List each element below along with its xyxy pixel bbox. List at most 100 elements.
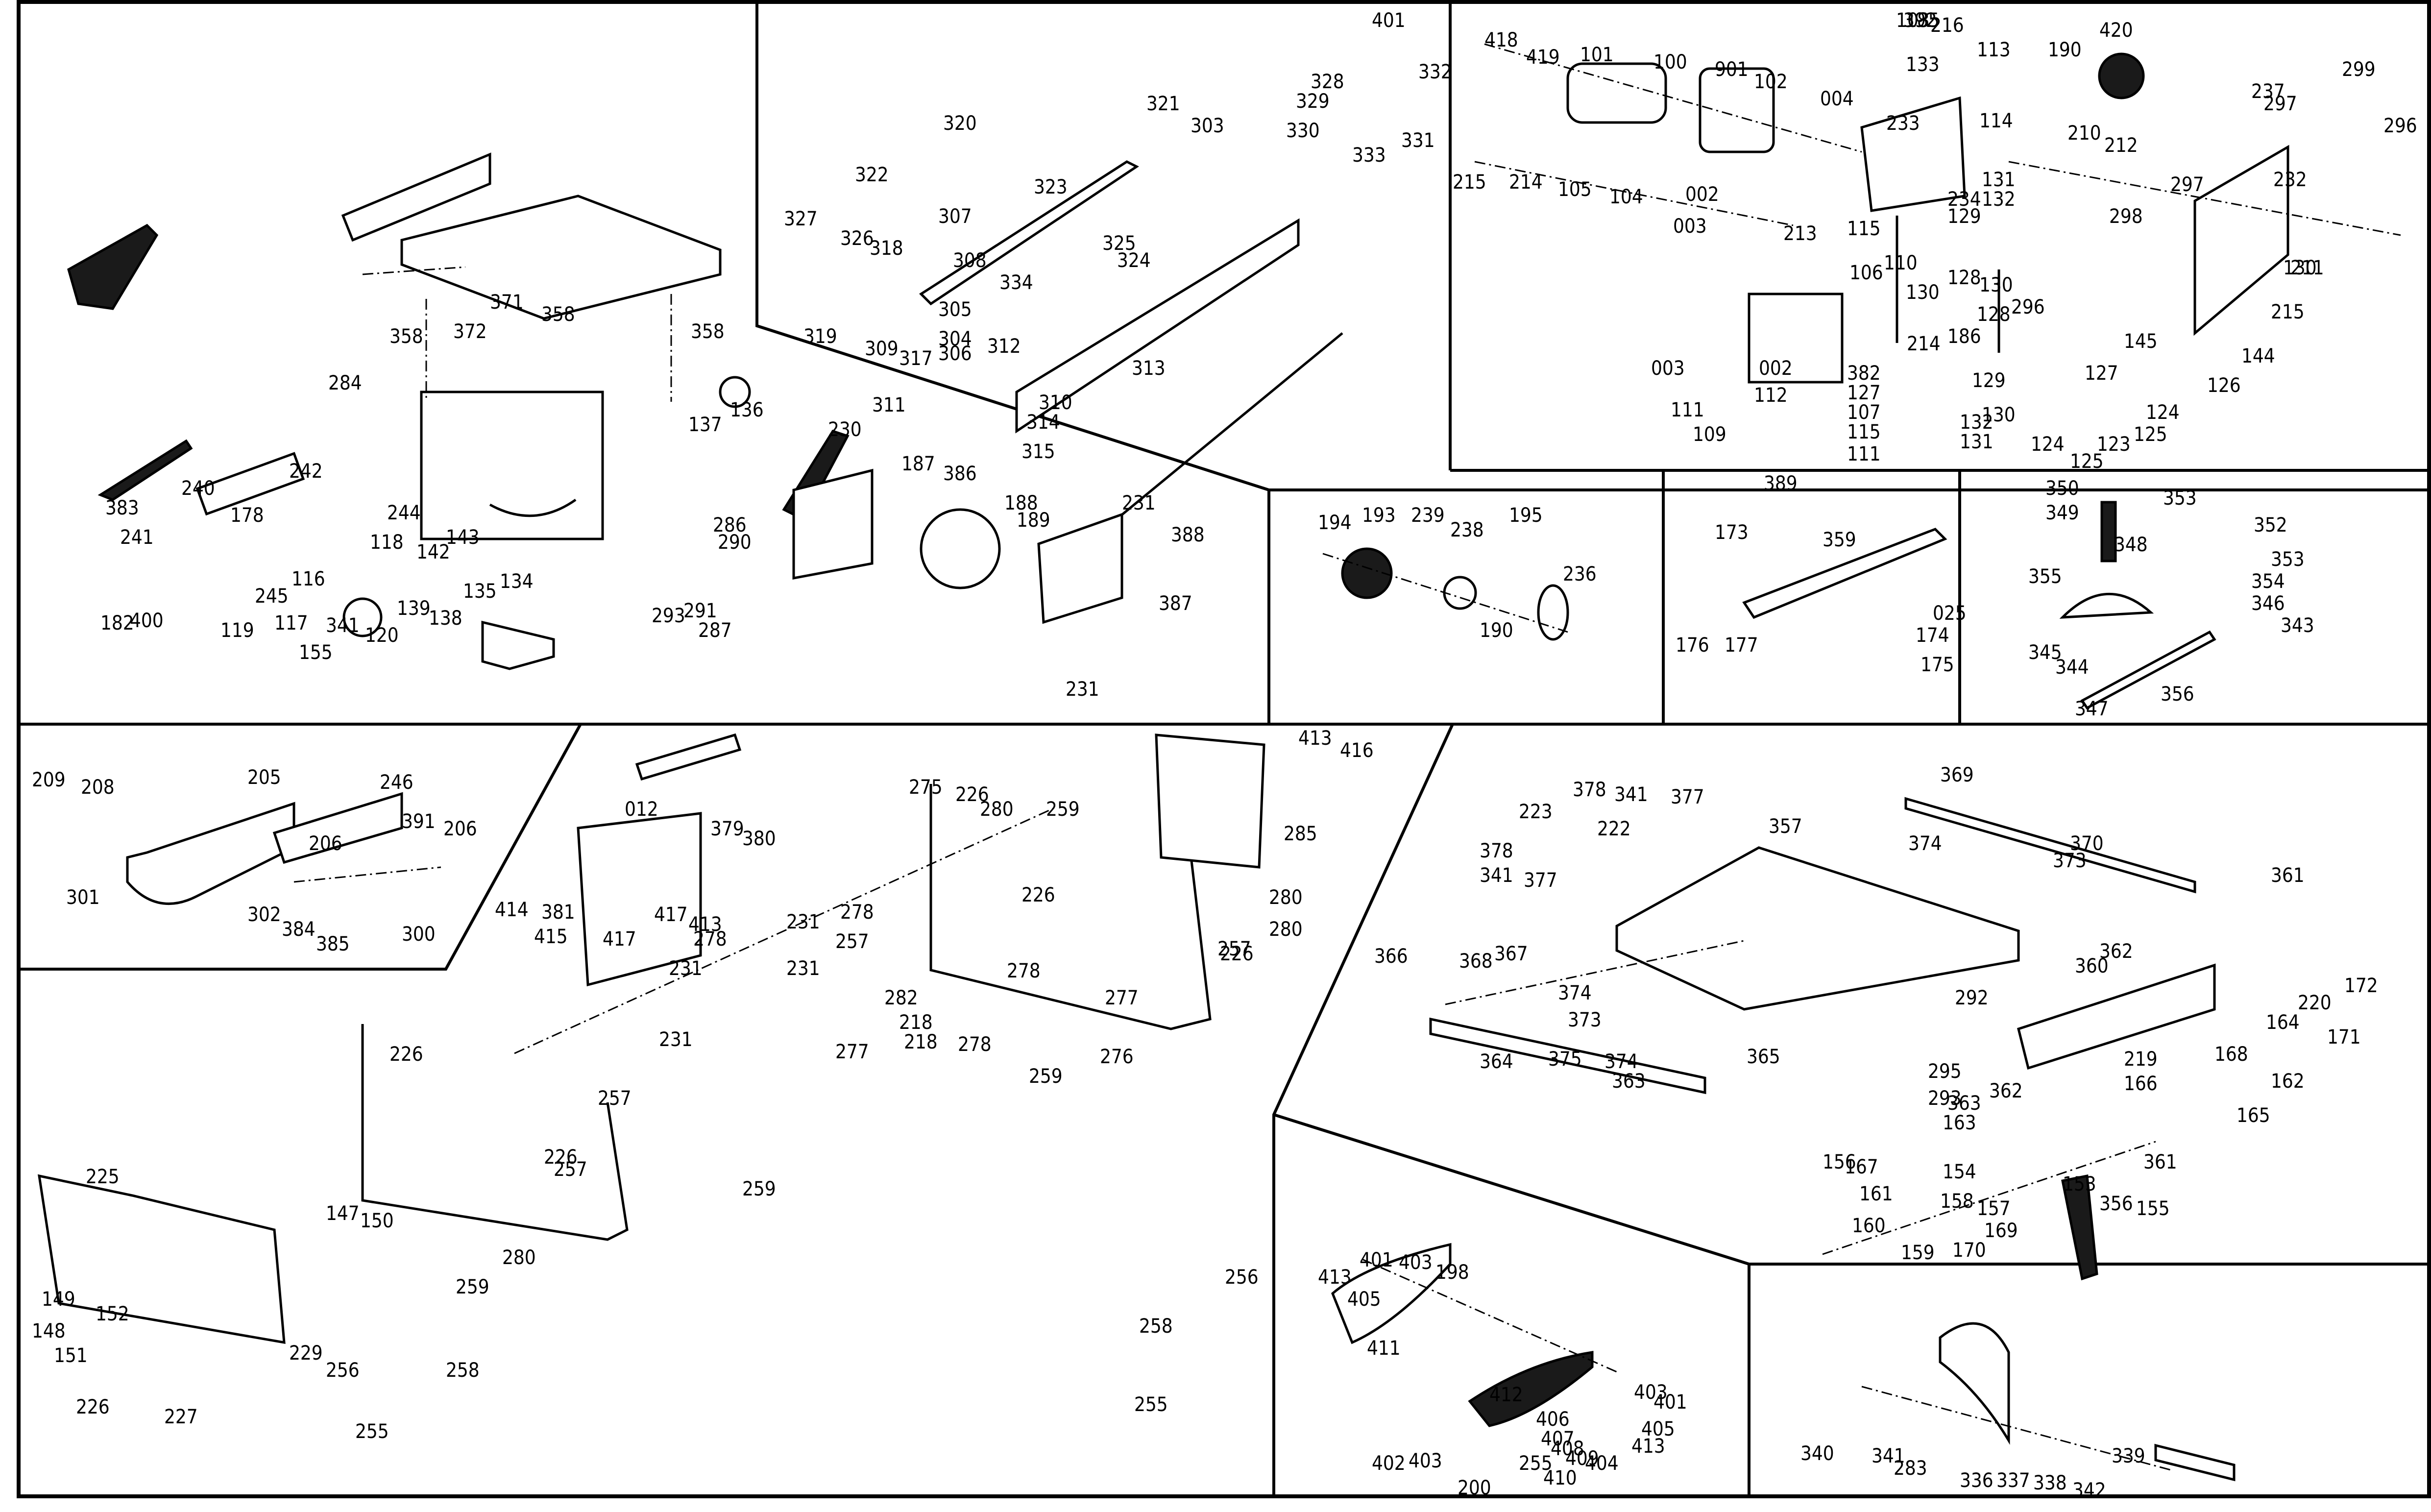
part-callout: 244 <box>387 502 421 524</box>
assembly-lines <box>293 43 2401 1471</box>
part-callout: 404 <box>1585 1452 1619 1475</box>
part-callout: 420 <box>2099 19 2133 42</box>
part-callout: 154 <box>1943 1161 1976 1183</box>
part-callout: 317 <box>899 347 933 370</box>
part-callout: 411 <box>1367 1337 1401 1360</box>
part-callout: 169 <box>1984 1219 2018 1242</box>
part-callout: 187 <box>901 453 935 475</box>
part-callout: 194 <box>1318 512 1352 534</box>
miter-head-part <box>2059 593 2154 619</box>
part-callout: 418 <box>1484 29 1518 51</box>
assembly-line <box>1474 161 1794 226</box>
part-callout: 303 <box>1191 115 1224 137</box>
guard-200-part <box>1468 1351 1594 1427</box>
part-callout: 352 <box>2254 514 2287 537</box>
part-callout: 142 <box>416 541 450 563</box>
part-callout: 104 <box>1609 186 1643 208</box>
table-top-part <box>400 195 722 320</box>
part-callout: 144 <box>2241 345 2275 367</box>
part-callout: 103 <box>1896 9 1930 32</box>
part-callout: 130 <box>1979 274 2013 296</box>
part-callout: 277 <box>835 1041 869 1063</box>
part-callout: 388 <box>1171 524 1205 546</box>
part-callout: 012 <box>625 798 658 821</box>
part-callout: 182 <box>100 612 134 634</box>
part-callout: 302 <box>247 903 281 926</box>
part-callout: 130 <box>1982 404 2016 426</box>
part-callout: 340 <box>1800 1442 1834 1465</box>
assembly-line <box>1322 553 1568 633</box>
part-callout: 323 <box>1034 176 1068 198</box>
part-callout: 234 <box>1947 188 1981 211</box>
part-callout: 259 <box>1046 798 1080 821</box>
part-callout: 131 <box>1960 431 1993 453</box>
part-callout: 167 <box>1845 1156 1878 1178</box>
part-callout: 401 <box>1653 1391 1687 1414</box>
part-callout: 386 <box>943 463 977 485</box>
part-callout: 413 <box>1631 1435 1665 1458</box>
part-callout: 385 <box>316 933 350 955</box>
part-callout: 231 <box>659 1028 693 1051</box>
part-callout: 002 <box>1759 357 1793 380</box>
fence-rail-part <box>919 160 1139 306</box>
panel-borders <box>17 0 2431 1498</box>
part-callout: 135 <box>463 580 497 603</box>
assembly-line <box>1484 43 1862 153</box>
part-callout: 342 <box>2072 1479 2106 1502</box>
part-callout: 226 <box>76 1396 110 1418</box>
rail-364-part <box>1429 1017 1706 1095</box>
part-callout: 361 <box>2271 864 2305 887</box>
part-callout: 297 <box>2263 93 2297 115</box>
part-callout: 100 <box>1653 51 1687 73</box>
part-callout: 278 <box>958 1033 992 1056</box>
part-callout: 124 <box>2146 401 2180 424</box>
part-callout: 256 <box>1225 1266 1259 1289</box>
part-callout: 320 <box>943 112 977 135</box>
part-callout: 328 <box>1311 71 1344 93</box>
part-callout: 168 <box>2214 1043 2248 1066</box>
part-callout: 114 <box>1979 110 2013 132</box>
push-stick-part <box>97 439 193 501</box>
part-callout: 358 <box>691 320 725 343</box>
assembly-line <box>1361 1258 1617 1373</box>
part-callout: 299 <box>2342 58 2376 81</box>
divider-top-middle <box>755 2 2429 491</box>
side-panel-225-part <box>37 1174 286 1344</box>
part-callout: 374 <box>1604 1050 1638 1073</box>
handwheel-part <box>342 597 383 637</box>
part-callout: 373 <box>2053 850 2087 872</box>
part-callout: 138 <box>429 607 462 630</box>
part-callout: 379 <box>710 818 744 840</box>
part-callout: 313 <box>1132 357 1166 380</box>
part-callout: 132 <box>1960 411 1993 434</box>
part-callout: 231 <box>786 957 820 980</box>
fence-rod-part <box>1092 332 1343 540</box>
part-callout: 219 <box>2124 1048 2158 1071</box>
part-callout: 349 <box>2045 502 2079 524</box>
part-callout: 255 <box>355 1420 389 1443</box>
part-callout: 257 <box>598 1087 632 1110</box>
part-callout: 277 <box>1105 987 1139 1009</box>
part-callout: 365 <box>1747 1046 1780 1068</box>
part-callout: 101 <box>1580 44 1614 66</box>
part-callout: 348 <box>2114 534 2148 556</box>
part-callout: 330 <box>1286 120 1320 142</box>
part-callout: 147 <box>326 1202 360 1225</box>
part-callout: 369 <box>1940 764 1974 786</box>
part-callout: 150 <box>360 1210 394 1232</box>
part-callout: 256 <box>326 1359 360 1382</box>
part-callout: 325 <box>1102 232 1136 255</box>
part-callout: 312 <box>987 335 1021 358</box>
part-callout: 901 <box>1715 58 1749 81</box>
part-callout: 333 <box>1352 144 1386 167</box>
part-callout: 003 <box>1673 215 1707 238</box>
part-callout: 381 <box>541 901 575 924</box>
part-callout: 215 <box>1453 171 1486 194</box>
miter-bar-part <box>2080 630 2216 710</box>
part-callout: 257 <box>554 1158 587 1181</box>
